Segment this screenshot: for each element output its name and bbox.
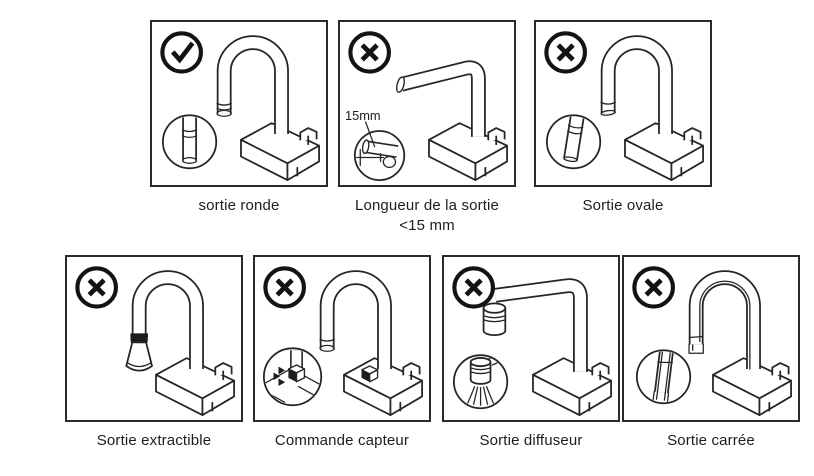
faucet-spout xyxy=(600,35,673,134)
panel-frame xyxy=(253,255,431,422)
panel-sortie-extractible: Sortie extractible xyxy=(65,255,243,449)
panel-caption: Sortie extractible xyxy=(96,432,212,449)
panel-frame xyxy=(622,255,800,422)
faucet-spout xyxy=(131,270,204,369)
faucet-round-outlet-illustration xyxy=(160,31,320,181)
panel-sortie-carree: Sortie carrée xyxy=(622,255,800,449)
faucet-oval-outlet-illustration xyxy=(544,31,704,181)
panel-caption: Longueur de la sortie <15 mm xyxy=(314,196,540,236)
panel-frame: 15mm xyxy=(338,20,516,187)
cross-circle-icon xyxy=(263,266,307,309)
faucet-base xyxy=(712,357,792,416)
magnifier-sensor xyxy=(263,347,323,407)
panel-sortie-diffuseur: Sortie diffuseur xyxy=(442,255,620,449)
faucet-base xyxy=(428,122,508,181)
caption-line-1: Longueur de la sortie xyxy=(354,197,500,214)
cross-circle-icon xyxy=(632,266,676,309)
faucet-short-outlet-illustration: 15mm xyxy=(345,31,508,181)
panel-caption: Sortie ovale xyxy=(582,197,664,214)
panel-sortie-ronde: sortie ronde xyxy=(150,20,328,214)
sensor-box xyxy=(361,365,379,383)
caption-line-2: <15 mm xyxy=(399,216,455,234)
panel-longueur-sortie: 15mm Longueur de la sortie <15 mm xyxy=(338,20,516,234)
magnifier-oval-outlet xyxy=(545,114,602,170)
faucet-diffuser-illustration xyxy=(452,266,612,416)
check-circle-icon xyxy=(160,31,204,74)
diffuser-head xyxy=(482,302,507,337)
cross-circle-icon xyxy=(75,266,119,309)
panel-caption: sortie ronde xyxy=(198,197,280,214)
panel-frame xyxy=(150,20,328,187)
magnifier-round-outlet xyxy=(161,114,218,170)
faucet-spout xyxy=(688,270,761,370)
faucet-base xyxy=(343,357,423,416)
panel-frame xyxy=(442,255,620,422)
cross-circle-icon xyxy=(452,266,496,309)
faucet-base xyxy=(155,357,235,416)
panel-caption: Sortie diffuseur xyxy=(479,432,583,449)
cross-circle-icon xyxy=(348,31,392,74)
magnifier-diffuser xyxy=(452,354,509,410)
faucet-square-outlet-illustration xyxy=(632,266,792,416)
panel-caption: Sortie carrée xyxy=(667,432,755,449)
faucet-spout xyxy=(216,35,289,134)
panel-frame xyxy=(65,255,243,422)
faucet-spout xyxy=(494,278,588,372)
faucet-sensor-illustration xyxy=(263,266,423,416)
dimension-label: 15mm xyxy=(345,108,381,123)
faucet-spout xyxy=(319,270,392,369)
panel-sortie-ovale: Sortie ovale xyxy=(534,20,712,214)
faucet-base xyxy=(532,357,612,416)
panel-caption: Commande capteur xyxy=(274,432,410,449)
magnifier-short-outlet xyxy=(353,121,406,181)
panel-commande-capteur: Commande capteur xyxy=(253,255,431,449)
faucet-base xyxy=(240,122,320,181)
faucet-spout xyxy=(395,60,486,137)
magnifier-square-outlet xyxy=(635,349,692,405)
cross-circle-icon xyxy=(544,31,588,74)
faucet-pullout-illustration xyxy=(75,266,235,416)
pullout-spray-head xyxy=(125,333,153,372)
faucet-base xyxy=(624,122,704,181)
panel-frame xyxy=(534,20,712,187)
